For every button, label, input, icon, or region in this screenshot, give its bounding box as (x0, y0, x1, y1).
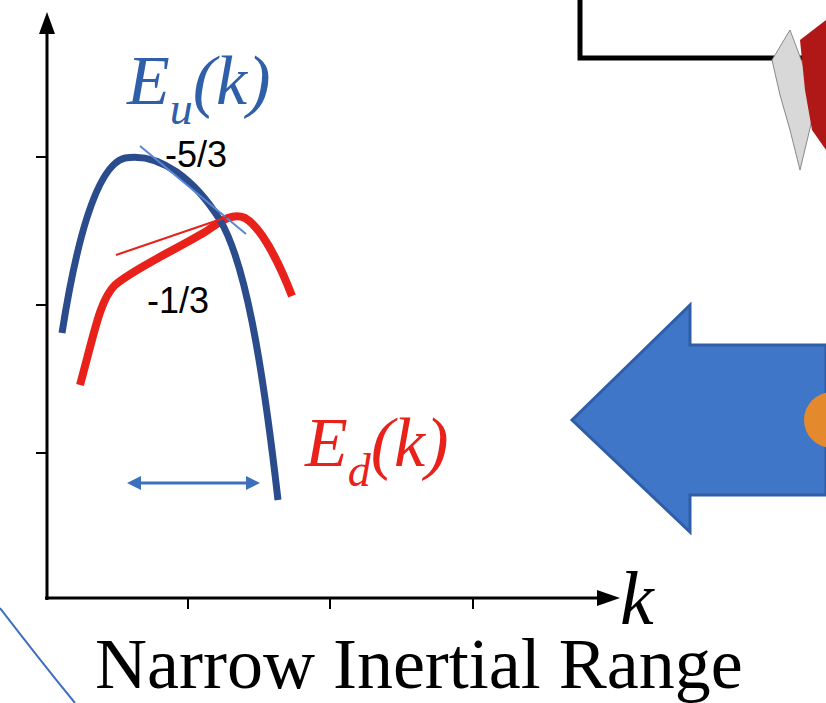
arrowhead (246, 476, 260, 490)
circle-arc (0, 608, 75, 703)
figure-fragment (800, 20, 826, 150)
x-axis (45, 597, 600, 600)
curve-label-group: Ed(k) (305, 408, 448, 478)
range-double-arrow (138, 482, 250, 485)
arrowhead (127, 476, 141, 490)
big-left-arrow (572, 305, 826, 532)
caption-text-group: Narrow Inertial Range (95, 628, 743, 700)
curve-label: (k) (193, 46, 271, 116)
orange-circle (804, 392, 826, 448)
caption-text: Narrow Inertial Range (95, 628, 743, 700)
curve-label: d (348, 448, 371, 494)
slope-label-group: -5/3 (165, 137, 227, 173)
slope-label: -5/3 (165, 137, 227, 173)
energy-spectrum-curve (62, 157, 278, 500)
curve-label: u (170, 86, 193, 132)
curve-label-group: Eu(k) (127, 46, 270, 116)
y-axis (46, 30, 49, 600)
slope-label: -1/3 (147, 283, 209, 319)
axis-ticks (36, 157, 473, 609)
slope-label-group: -1/3 (147, 283, 209, 319)
slope-line (116, 214, 236, 255)
x-axis-arrowhead (597, 590, 620, 606)
y-axis-arrowhead (39, 12, 55, 34)
curve-label: E (127, 46, 170, 116)
axis-label: k (620, 560, 654, 636)
curve-label: (k) (371, 408, 449, 478)
curve-label: E (305, 408, 348, 478)
axis-label-group: k (620, 560, 654, 636)
